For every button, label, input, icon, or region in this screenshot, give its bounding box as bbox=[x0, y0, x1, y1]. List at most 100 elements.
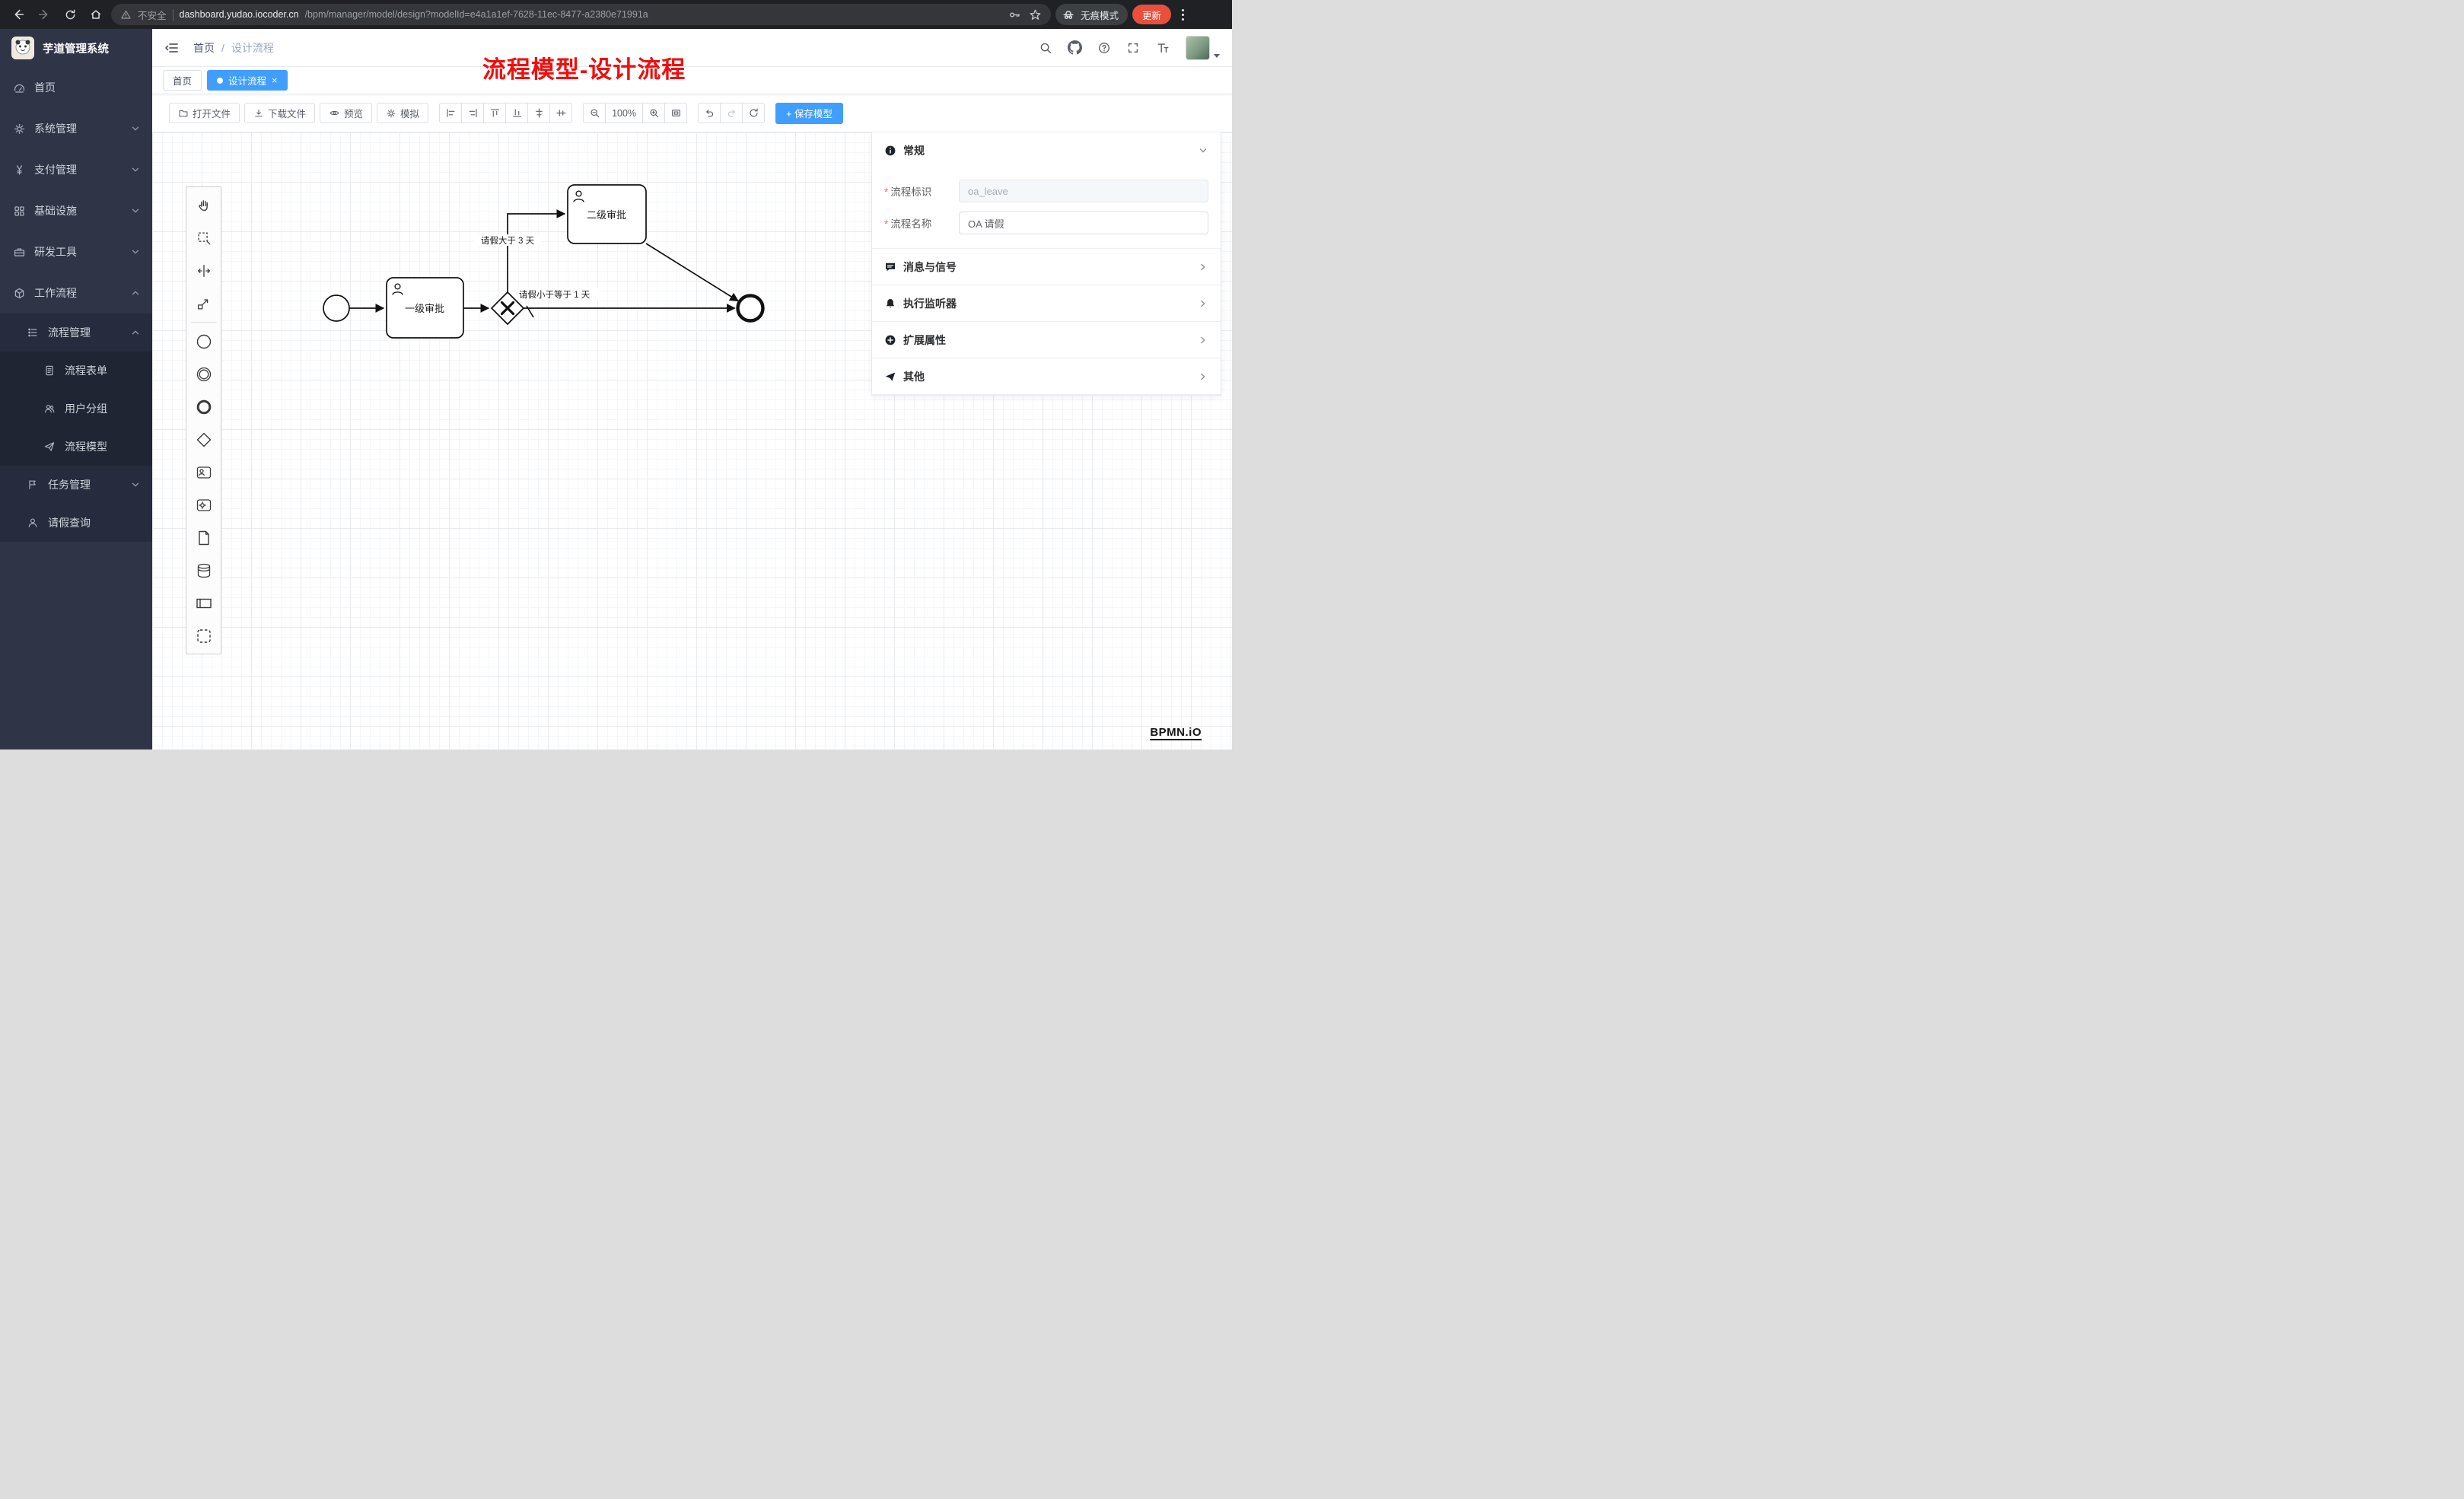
browser-back-button[interactable] bbox=[8, 4, 29, 25]
task-level2-node[interactable]: 二级审批 bbox=[567, 184, 647, 244]
create-gateway-icon[interactable] bbox=[187, 423, 220, 456]
sidebar-item-process-form[interactable]: 流程表单 bbox=[0, 352, 152, 390]
hand-tool-icon[interactable] bbox=[187, 189, 220, 221]
fit-viewport-button[interactable] bbox=[664, 103, 688, 123]
tab-label: 设计流程 bbox=[228, 76, 267, 87]
align-top-button[interactable] bbox=[483, 103, 507, 123]
github-icon[interactable] bbox=[1068, 40, 1082, 55]
align-center-vertical-button[interactable] bbox=[549, 103, 573, 123]
create-participant-icon[interactable] bbox=[187, 587, 220, 619]
font-size-icon[interactable] bbox=[1155, 41, 1170, 55]
browser-update-button[interactable]: 更新 bbox=[1132, 5, 1172, 24]
sidebar-item-leave-query[interactable]: 请假查询 bbox=[0, 504, 152, 542]
create-group-icon[interactable] bbox=[187, 619, 220, 652]
sidebar-item-task-management[interactable]: 任务管理 bbox=[0, 466, 152, 504]
chevron-down-icon bbox=[131, 247, 140, 256]
bpmn-io-watermark[interactable]: BPMN.iO bbox=[1150, 726, 1202, 740]
app-logo[interactable]: 芋道管理系统 bbox=[0, 29, 152, 67]
undo-button[interactable] bbox=[698, 103, 721, 123]
sidebar-item-workflow[interactable]: 工作流程 bbox=[0, 272, 152, 313]
save-model-button[interactable]: + 保存模型 bbox=[775, 102, 843, 124]
bpmn-canvas[interactable]: 请假大于 3 天 请假小于等于 1 天 一级审批 bbox=[152, 132, 1232, 750]
download-file-button[interactable]: 下载文件 bbox=[244, 103, 316, 123]
section-general[interactable]: 常规 bbox=[872, 132, 1221, 169]
refresh-button[interactable] bbox=[742, 103, 766, 123]
align-center-horizontal-button[interactable] bbox=[527, 103, 551, 123]
sidebar-item-process-management[interactable]: 流程管理 bbox=[0, 313, 152, 352]
tab-home[interactable]: 首页 bbox=[163, 70, 202, 91]
simulate-button[interactable]: 模拟 bbox=[377, 103, 429, 123]
redo-button[interactable] bbox=[720, 103, 743, 123]
sidebar-item-label: 研发工具 bbox=[34, 246, 77, 258]
sidebar-item-label: 工作流程 bbox=[34, 287, 77, 299]
section-others[interactable]: 其他 bbox=[872, 358, 1221, 395]
chevron-right-icon bbox=[1198, 371, 1208, 382]
workflow-submenu: 流程管理 流程表单 用户分组 流程模型 bbox=[0, 313, 152, 542]
create-data-store-icon[interactable] bbox=[187, 554, 220, 587]
process-name-label: *流程名称 bbox=[884, 218, 932, 230]
global-connect-tool-icon[interactable] bbox=[187, 287, 220, 320]
end-event-node[interactable] bbox=[736, 294, 765, 323]
create-task-icon[interactable] bbox=[187, 521, 220, 554]
tab-design-process[interactable]: 设计流程 × bbox=[207, 70, 288, 91]
sidebar-item-home[interactable]: 首页 bbox=[0, 67, 152, 108]
users-icon bbox=[43, 402, 56, 415]
sidebar-item-devtools[interactable]: 研发工具 bbox=[0, 231, 152, 272]
browser-menu-icon[interactable] bbox=[1176, 5, 1189, 24]
create-intermediate-event-icon[interactable] bbox=[187, 358, 220, 390]
top-navbar: 首页 / 设计流程 bbox=[152, 29, 1232, 67]
create-user-task-icon[interactable] bbox=[187, 456, 220, 489]
url-bar[interactable]: 不安全 dashboard.yudao.iocoder.cn /bpm/mana… bbox=[111, 4, 1051, 25]
chevron-right-icon bbox=[1198, 262, 1208, 272]
exclusive-gateway-node[interactable] bbox=[490, 291, 525, 326]
bookmark-star-icon[interactable] bbox=[1029, 8, 1042, 21]
chevron-down-icon bbox=[131, 206, 140, 215]
browser-reload-button[interactable] bbox=[59, 4, 81, 25]
sidebar-item-payment[interactable]: 支付管理 bbox=[0, 149, 152, 190]
lasso-tool-icon[interactable] bbox=[187, 221, 220, 254]
start-event-node[interactable] bbox=[323, 294, 350, 322]
create-service-task-icon[interactable] bbox=[187, 489, 220, 521]
breadcrumb-home[interactable]: 首页 bbox=[193, 41, 215, 54]
section-messages-signals[interactable]: 消息与信号 bbox=[872, 249, 1221, 285]
chevron-down-icon bbox=[131, 165, 140, 174]
active-tab-dot bbox=[217, 77, 224, 84]
send-icon bbox=[43, 440, 56, 454]
sidebar-item-label: 任务管理 bbox=[48, 479, 91, 491]
grid-icon bbox=[12, 204, 26, 218]
browser-home-button[interactable] bbox=[85, 4, 107, 25]
sequence-flow-task2-to-end[interactable] bbox=[645, 243, 740, 302]
create-start-event-icon[interactable] bbox=[187, 325, 220, 358]
zoom-in-button[interactable] bbox=[642, 103, 666, 123]
document-icon bbox=[43, 364, 56, 377]
open-file-button[interactable]: 打开文件 bbox=[169, 103, 240, 123]
sidebar-collapse-icon[interactable] bbox=[164, 40, 180, 56]
process-key-input[interactable] bbox=[959, 180, 1208, 202]
password-key-icon[interactable] bbox=[1008, 8, 1021, 21]
align-bottom-button[interactable] bbox=[505, 103, 529, 123]
process-name-input[interactable] bbox=[959, 212, 1208, 234]
browser-forward-button[interactable] bbox=[33, 4, 55, 25]
help-icon[interactable] bbox=[1097, 41, 1111, 55]
create-end-event-icon[interactable] bbox=[187, 390, 220, 423]
zoom-out-button[interactable] bbox=[583, 103, 606, 123]
preview-button[interactable]: 预览 bbox=[320, 103, 373, 123]
close-icon[interactable]: × bbox=[272, 75, 278, 86]
sequence-flow-gateway-to-task2[interactable] bbox=[507, 209, 566, 292]
user-avatar-menu[interactable] bbox=[1186, 35, 1220, 60]
align-left-button[interactable] bbox=[439, 103, 463, 123]
sidebar-item-user-group[interactable]: 用户分组 bbox=[0, 390, 152, 428]
task-level1-node[interactable]: 一级审批 bbox=[386, 277, 464, 339]
app-title: 芋道管理系统 bbox=[43, 43, 109, 56]
sidebar-item-infrastructure[interactable]: 基础设施 bbox=[0, 190, 152, 231]
space-tool-icon[interactable] bbox=[187, 254, 220, 287]
section-execution-listener[interactable]: 执行监听器 bbox=[872, 285, 1221, 322]
sidebar-item-process-model[interactable]: 流程模型 bbox=[0, 428, 152, 466]
align-right-button[interactable] bbox=[461, 103, 485, 123]
zoom-in-icon bbox=[650, 109, 658, 118]
search-icon[interactable] bbox=[1039, 41, 1052, 55]
section-extended-properties[interactable]: 扩展属性 bbox=[872, 322, 1221, 358]
fit-viewport-icon bbox=[671, 110, 680, 116]
sidebar-item-system[interactable]: 系统管理 bbox=[0, 108, 152, 149]
fullscreen-icon[interactable] bbox=[1126, 41, 1140, 55]
